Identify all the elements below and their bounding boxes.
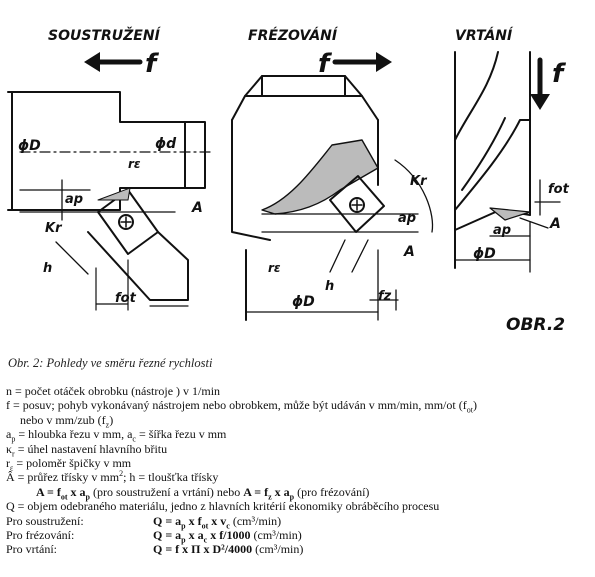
label-nose-radius-milling: rε — [268, 261, 281, 275]
legend-kr: κr = úhel nastavení hlavního břitu — [6, 441, 168, 459]
legend-A-formula: A = fot x ap (pro soustružení a vrtání) … — [36, 484, 370, 502]
label-nose-radius-turning: rε — [128, 157, 141, 171]
label-fz-milling: fz — [378, 289, 392, 304]
label-A-drilling: A — [549, 216, 561, 232]
feed-label-turning: f — [145, 49, 160, 79]
label-ap-turning: ap — [65, 192, 83, 207]
label-ap-milling: ap — [398, 211, 416, 226]
label-h-turning: h — [43, 261, 52, 276]
label-kr-turning: Kr — [45, 221, 63, 236]
label-kr-milling: Kr — [410, 174, 428, 189]
label-A-milling: A — [403, 244, 415, 260]
label-diameter-D-milling: ϕD — [292, 294, 315, 310]
title-turning: SOUSTRUŽENÍ — [48, 27, 162, 44]
figure-number: OBR.2 — [506, 315, 565, 335]
label-diameter-d: ϕd — [155, 136, 177, 152]
label-A-turning: A — [191, 200, 203, 216]
legend-Q: Q = objem odebraného materiálu, jedno z … — [6, 499, 440, 514]
legend-A: Â = průřez třísky v mm2; h = tloušťka tř… — [6, 469, 219, 485]
symbol-legend: n = počet otáček obrobku (nástroje ) v 1… — [6, 384, 591, 557]
label-fot-turning: fot — [115, 291, 137, 306]
cutting-views-figure: SOUSTRUŽENÍ FRÉZOVÁNÍ VRTÁNÍ f f f ϕD ϕd… — [7, 27, 570, 335]
label-fot-drilling: fot — [548, 182, 570, 197]
legend-n: n = počet otáček obrobku (nástroje ) v 1… — [6, 384, 221, 398]
legend-re: rε = poloměr špičky v mm — [6, 456, 132, 473]
turning-view — [7, 52, 211, 311]
label-diameter-D-drilling: ϕD — [473, 246, 496, 262]
title-drilling: VRTÁNÍ — [455, 27, 514, 44]
formula-milling: Pro frézování:Q = ap x ac x f/1000 (cm³/… — [6, 528, 302, 545]
label-diameter-D: ϕD — [18, 138, 41, 154]
legend-f-cont: nebo v mm/zub (fz) — [20, 412, 114, 430]
legend-f: f = posuv; pohyb vykonávaný nástrojem ne… — [6, 398, 477, 415]
milling-view — [231, 52, 434, 321]
formula-drilling: Pro vrtání:Q = f x Π x D²/4000 (cm³/min) — [6, 542, 304, 557]
feed-label-drilling: f — [552, 59, 567, 89]
figure-caption: Obr. 2: Pohledy ve směru řezné rychlosti — [8, 356, 213, 370]
drilling-view — [454, 51, 561, 273]
label-h-milling: h — [325, 279, 334, 294]
formula-turning: Pro soustružení:Q = ap x fot x vc (cm³/m… — [6, 513, 282, 531]
title-milling: FRÉZOVÁNÍ — [248, 27, 339, 44]
legend-ap: ap = hloubka řezu v mm, ac = šířka řezu … — [6, 427, 227, 444]
feed-label-milling: f — [318, 49, 333, 79]
label-ap-drilling: ap — [493, 223, 511, 238]
